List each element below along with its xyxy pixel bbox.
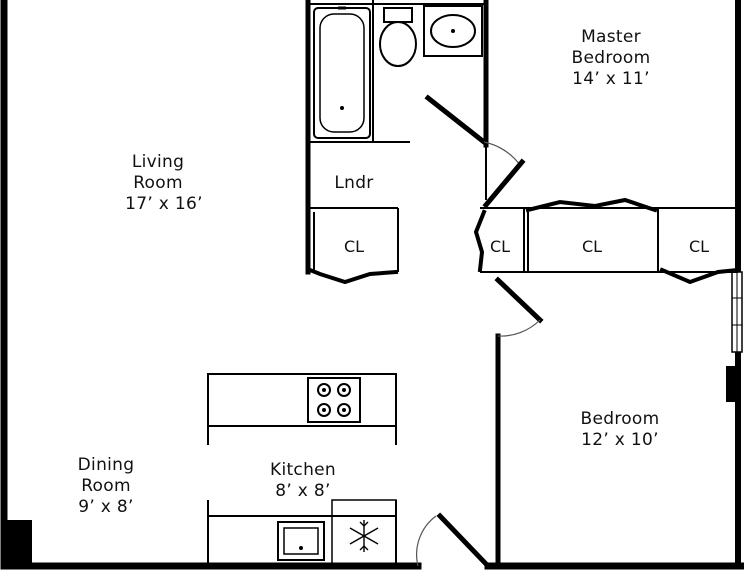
middle-closet-label: CL xyxy=(582,237,602,256)
kitchen-name: Kitchen xyxy=(270,460,336,480)
toilet-icon xyxy=(379,7,417,67)
master-bedroom-size: 14’ x 11’ xyxy=(572,69,650,89)
laundry-closet-label: CL xyxy=(344,237,364,256)
laundry-label: Lndr xyxy=(334,173,373,193)
dining-room-size: 9’ x 8’ xyxy=(78,497,133,517)
master-bedroom-name-line1: Master xyxy=(581,27,641,47)
kitchen xyxy=(207,373,492,570)
dining-room-name-line1: Dining xyxy=(78,455,135,475)
dining-room-label: Dining Room 9’ x 8’ xyxy=(78,455,135,517)
living-room-label: Living Room 17’ x 16’ xyxy=(125,152,203,214)
master-bedroom-label: Master Bedroom 14’ x 11’ xyxy=(572,27,651,89)
living-room-size: 17’ x 16’ xyxy=(125,194,203,214)
right-closet-label: CL xyxy=(689,237,709,256)
kitchen-counter xyxy=(207,500,397,566)
window xyxy=(731,271,743,353)
bedroom-name: Bedroom xyxy=(581,409,660,429)
wall-column xyxy=(726,366,740,402)
kitchen-sink-icon xyxy=(277,521,325,561)
structural-column xyxy=(2,520,32,566)
living-room-name-line2: Room xyxy=(133,173,183,193)
bathtub-icon xyxy=(313,6,371,139)
master-bedroom-name-line2: Bedroom xyxy=(572,48,651,68)
room-labels: Master Bedroom 14’ x 11’ Living Room 17’… xyxy=(78,27,709,517)
bathroom xyxy=(305,0,521,275)
bedroom-label: Bedroom 12’ x 10’ xyxy=(581,409,660,450)
kitchen-label: Kitchen 8’ x 8’ xyxy=(270,460,336,501)
bedroom xyxy=(494,276,544,569)
stove-icon xyxy=(307,377,361,423)
laundry-area xyxy=(307,207,399,285)
kitchen-size: 8’ x 8’ xyxy=(275,481,330,501)
living-room-name-line1: Living xyxy=(132,152,184,172)
bathroom-sink-icon xyxy=(423,5,483,57)
hallway-closets xyxy=(473,145,741,285)
kitchen-island xyxy=(207,373,397,445)
snowflake-icon xyxy=(349,520,379,552)
dining-room-name-line2: Room xyxy=(81,476,131,496)
bedroom-size: 12’ x 10’ xyxy=(581,430,659,450)
hall-closet-label: CL xyxy=(490,237,510,256)
refrigerator xyxy=(331,499,397,565)
